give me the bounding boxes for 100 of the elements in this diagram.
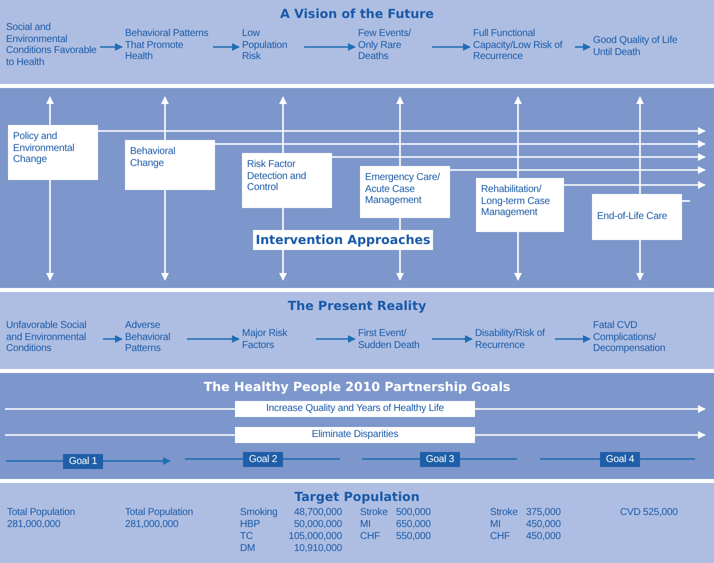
approach-box: Emergency Care/ Acute Case Management bbox=[360, 166, 450, 218]
connector-line bbox=[6, 460, 63, 462]
stage-label: First Event/ Sudden Death bbox=[358, 328, 430, 356]
arrow bbox=[187, 335, 240, 343]
population-text: MI bbox=[490, 519, 502, 530]
section-heading: Target Population bbox=[293, 489, 421, 504]
population-text: Smoking bbox=[240, 507, 279, 518]
arrow bbox=[98, 127, 706, 135]
arrow bbox=[304, 43, 356, 51]
arrow bbox=[514, 232, 522, 281]
connector-line bbox=[460, 458, 517, 460]
arrow bbox=[161, 96, 169, 140]
arrow bbox=[432, 43, 471, 51]
approach-box: Behavioral Change bbox=[125, 140, 215, 190]
stage-label: Adverse Behavioral Patterns bbox=[125, 320, 185, 362]
arrow bbox=[100, 43, 123, 51]
goal-banner: Eliminate Disparities bbox=[235, 427, 475, 443]
connector-line bbox=[283, 458, 340, 460]
population-text: CHF bbox=[360, 531, 381, 542]
arrow bbox=[475, 431, 706, 439]
population-text: Stroke bbox=[360, 507, 389, 518]
population-text: 48,700,000 bbox=[292, 507, 342, 518]
arrow bbox=[636, 96, 644, 194]
section-panel bbox=[0, 292, 714, 369]
stage-label: Behavioral Patterns That Promote Health bbox=[125, 28, 211, 70]
goal-tag: Goal 3 bbox=[420, 452, 460, 467]
goal-tag: Goal 2 bbox=[243, 452, 283, 467]
arrow bbox=[46, 96, 54, 125]
population-text: 550,000 bbox=[396, 531, 432, 542]
connector-line bbox=[362, 458, 420, 460]
connector-line bbox=[640, 458, 695, 460]
arrow bbox=[279, 208, 287, 281]
population-text: 10,910,000 bbox=[292, 543, 342, 554]
population-text: 375,000 bbox=[526, 507, 562, 518]
arrow bbox=[555, 335, 591, 343]
population-text: 50,000,000 bbox=[292, 519, 342, 530]
section-panel bbox=[0, 0, 714, 84]
stage-label: Major Risk Factors bbox=[242, 328, 314, 356]
population-text: CHF bbox=[490, 531, 511, 542]
arrow bbox=[103, 457, 171, 465]
population-text: 281,000,000 bbox=[125, 519, 180, 530]
section-heading: The Healthy People 2010 Partnership Goals bbox=[202, 379, 512, 394]
population-text: 281,000,000 bbox=[7, 519, 62, 530]
arrow bbox=[332, 153, 706, 161]
section-heading: The Present Reality bbox=[286, 298, 428, 313]
connector-line bbox=[682, 200, 690, 202]
connector-line bbox=[540, 458, 600, 460]
arrow bbox=[396, 218, 404, 281]
arrow bbox=[636, 240, 644, 281]
arrow bbox=[475, 405, 706, 413]
goal-banner: Increase Quality and Years of Healthy Life bbox=[235, 401, 475, 417]
arrow bbox=[46, 180, 54, 281]
population-text: HBP bbox=[240, 519, 261, 530]
population-text: 525,000 bbox=[643, 507, 679, 518]
population-text: TC bbox=[240, 531, 254, 542]
approach-box: Risk Factor Detection and Control bbox=[242, 153, 332, 208]
stage-label: Low Population Risk bbox=[242, 28, 302, 70]
population-text: DM bbox=[240, 543, 256, 554]
arrow bbox=[316, 335, 356, 343]
population-text: Stroke bbox=[490, 507, 519, 518]
arrow bbox=[103, 335, 123, 343]
connector-line bbox=[5, 434, 235, 436]
section-panel bbox=[0, 373, 714, 479]
population-text: 500,000 bbox=[396, 507, 432, 518]
stage-label: Full Functional Capacity/Low Risk of Recurrence bbox=[473, 28, 573, 70]
section-heading: A Vision of the Future bbox=[279, 6, 435, 21]
population-text: Total Population bbox=[125, 507, 194, 518]
arrow bbox=[450, 166, 706, 174]
population-text: 105,000,000 bbox=[288, 531, 342, 542]
section-heading-box: Intervention Approaches bbox=[253, 230, 433, 250]
population-text: Total Population bbox=[7, 507, 76, 518]
arrow bbox=[215, 140, 706, 148]
population-text: 450,000 bbox=[526, 531, 562, 542]
connector-line bbox=[5, 408, 235, 410]
stage-label: Social and Environmental Conditions Favorable to Health bbox=[6, 22, 98, 78]
approach-box: Policy and Environmental Change bbox=[8, 125, 98, 180]
goal-tag: Goal 1 bbox=[63, 454, 103, 469]
population-text: 450,000 bbox=[526, 519, 562, 530]
section-panel bbox=[0, 483, 714, 563]
arrow bbox=[396, 96, 404, 166]
connector-line bbox=[185, 458, 243, 460]
arrow bbox=[575, 43, 591, 51]
section-panel bbox=[0, 88, 714, 288]
arrow bbox=[213, 43, 240, 51]
goal-tag: Goal 4 bbox=[600, 452, 640, 467]
arrow bbox=[514, 96, 522, 178]
arrow bbox=[564, 181, 706, 189]
approach-box: End-of-Life Care bbox=[592, 194, 682, 240]
stage-label: Disability/Risk of Recurrence bbox=[475, 328, 553, 356]
approach-box: Rehabilitation/ Long-term Case Management bbox=[476, 178, 564, 232]
stage-label: Good Quality of Life Until Death bbox=[593, 35, 698, 63]
stage-label: Fatal CVD Complications/ Decompensation bbox=[593, 320, 685, 362]
arrow bbox=[161, 190, 169, 281]
population-text: 650,000 bbox=[396, 519, 432, 530]
arrow bbox=[432, 335, 473, 343]
stage-label: Unfavorable Social and Environmental Conditions bbox=[6, 320, 101, 362]
population-text: MI bbox=[360, 519, 372, 530]
arrow bbox=[279, 96, 287, 153]
stage-label: Few Events/ Only Rare Deaths bbox=[358, 28, 430, 70]
population-text: CVD bbox=[620, 507, 642, 518]
